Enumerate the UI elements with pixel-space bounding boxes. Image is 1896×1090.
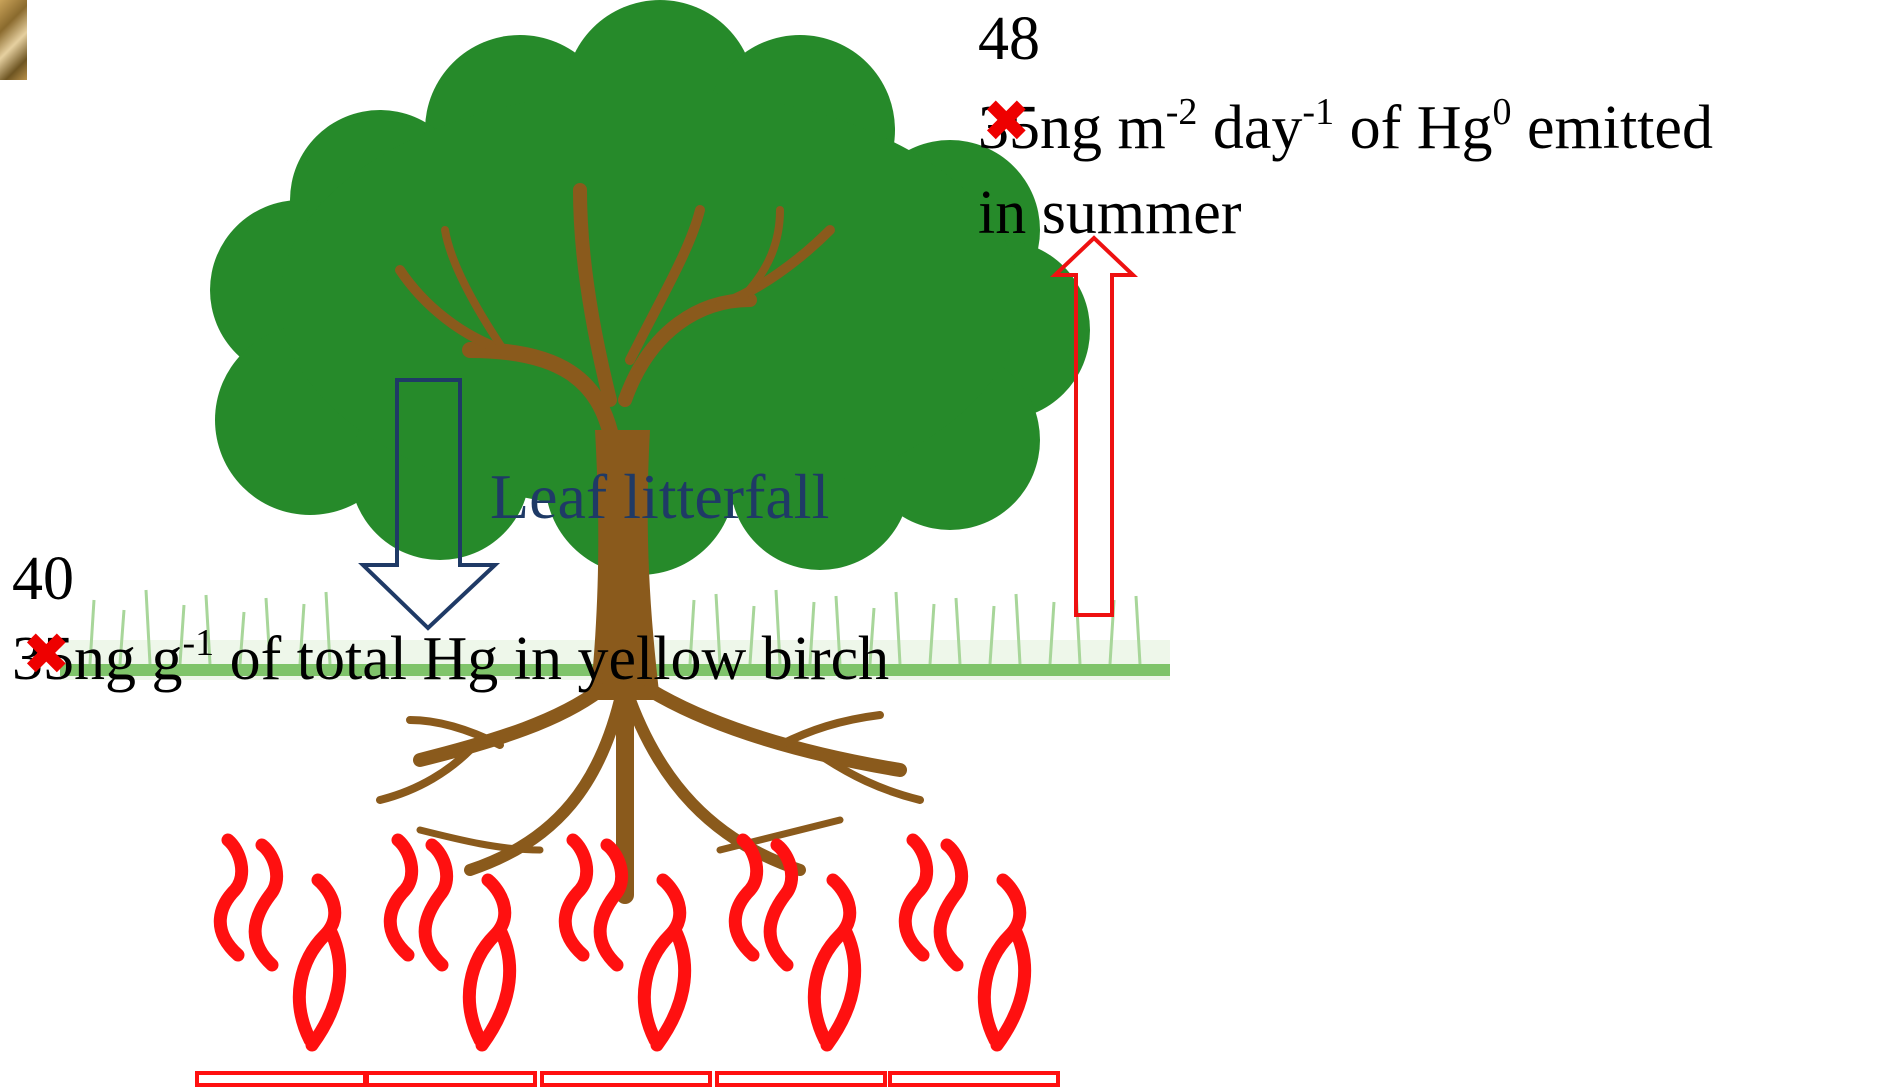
soil-bars	[197, 1073, 1058, 1085]
concentration-new-value: 40	[12, 548, 74, 610]
cross-mark-icon: ✖	[982, 92, 1031, 150]
concentration-text: ng g-1 of total Hg in yellow birch	[74, 628, 889, 690]
litterfall-label: Leaf litterfall	[490, 465, 829, 529]
cross-mark-icon: ✖	[22, 625, 71, 683]
emission-new-value: 48	[978, 8, 1040, 70]
emission-season-text: in summer	[978, 182, 1241, 244]
emission-rate-text: ng m-2 day-1 of Hg0 emitted	[1040, 97, 1713, 159]
